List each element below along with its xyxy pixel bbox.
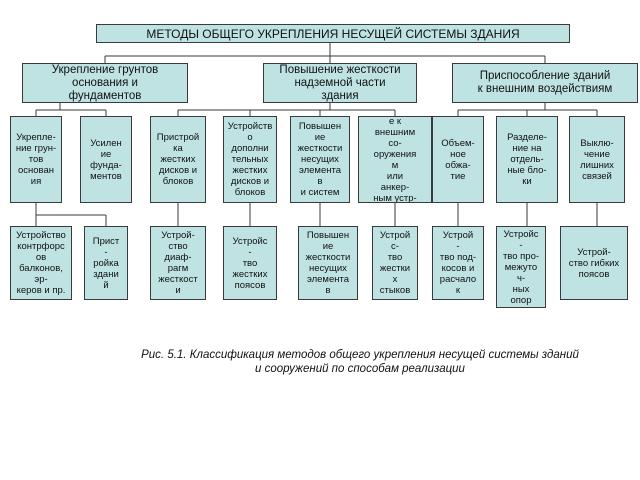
category-external-adaptation: Приспособление зданий к внешним воздейст…: [452, 63, 638, 103]
figure-caption: Рис. 5.1. Классификация методов общего у…: [141, 349, 579, 375]
category-rigidity: Повышение жесткости надземной части здан…: [263, 63, 417, 103]
submethod-rigid-belts: Устройс - тво жестких поясов: [223, 226, 277, 300]
method-block-separation: Разделе- ние на отдель- ные бло- ки: [496, 116, 558, 203]
submethod-building-extension: Прист - ройка здани й: [84, 226, 128, 300]
submethod-rigid-joints: Устрой с- тво жестки х стыков: [372, 226, 418, 300]
method-attached-disks: Пристрой ка жестких дисков и блоков: [150, 116, 206, 203]
submethod-diaphragms: Устрой- ство диаф- рагм жесткост и: [150, 226, 206, 300]
submethod-flexible-belts: Устрой- ство гибких поясов: [560, 226, 628, 300]
method-element-rigidity: Повышен ие жесткости несущих элемента в …: [290, 116, 350, 203]
submethod-struts-guys: Устрой - тво под- косов и расчало к: [432, 226, 484, 300]
method-soil-strengthening: Укрепле- ние грун- тов основан ия: [10, 116, 62, 203]
submethod-element-rigidity: Повышен ие жесткости несущих элемента в: [298, 226, 358, 300]
diagram-title: МЕТОДЫ ОБЩЕГО УКРЕПЛЕНИЯ НЕСУЩЕЙ СИСТЕМЫ…: [96, 24, 570, 43]
method-link-removal: Выклю- чение лишних связей: [569, 116, 625, 203]
method-foundation-reinforcement: Усилен ие фунда- ментов: [80, 116, 132, 203]
submethod-intermediate-supports: Устройс - тво про- межуто ч- ных опор: [496, 226, 546, 308]
submethod-buttresses: Устройство контрфорс ов балконов, эр- ке…: [10, 226, 72, 300]
method-additional-disks: Устройств о дополни тельных жестких диск…: [223, 116, 277, 203]
method-external-anchoring: Креплени е к внешним со- оружения м или …: [358, 116, 432, 203]
category-soil-foundations: Укрепление грунтов основания и фундамент…: [22, 63, 188, 103]
method-volume-compression: Объем- ное обжа- тие: [432, 116, 484, 203]
